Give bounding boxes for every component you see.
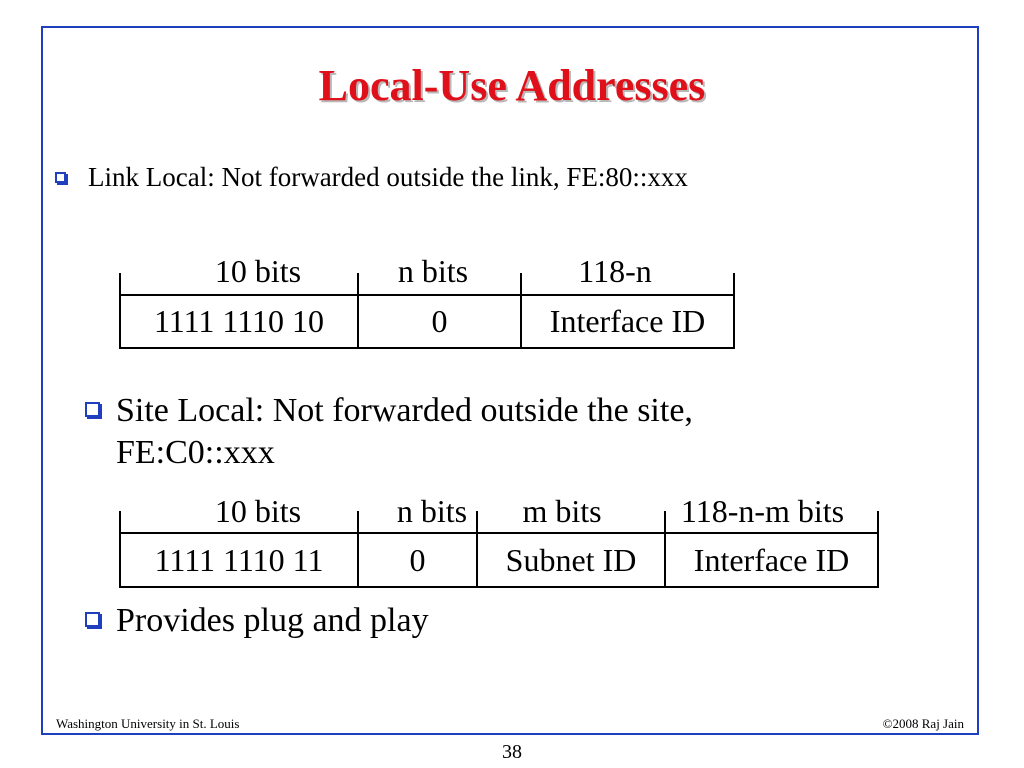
bullet-text: Provides plug and play — [116, 602, 429, 639]
square-bullet-icon — [85, 402, 100, 417]
slide-title: Local-Use Addresses — [318, 61, 706, 110]
field-tick — [476, 511, 478, 533]
bullet-text: Site Local: Not forwarded outside the si… — [116, 392, 693, 429]
field-label: 118-n — [578, 253, 652, 289]
bullet-text: Link Local: Not forwarded outside the li… — [88, 162, 688, 192]
field-tick — [357, 273, 359, 295]
bullet-link-local: Link Local: Not forwarded outside the li… — [55, 162, 688, 193]
field-label: 118-n-m bits — [680, 493, 845, 529]
field-label: 10 bits — [214, 253, 302, 289]
slide-frame — [41, 26, 979, 735]
field-label: n bits — [397, 253, 469, 289]
field-tick — [877, 511, 879, 533]
bullet-text-continued: FE:C0::xxx — [116, 434, 275, 471]
field-cell: 0 — [357, 294, 522, 349]
field-cell: Subnet ID — [476, 532, 666, 588]
footer-institution: Washington University in St. Louis — [56, 716, 240, 731]
field-label: n bits — [396, 493, 468, 529]
field-tick — [119, 511, 121, 533]
field-cell: Interface ID — [664, 532, 879, 588]
square-bullet-icon — [85, 612, 100, 627]
field-tick — [520, 273, 522, 295]
field-label: 10 bits — [214, 493, 302, 529]
field-cell: Interface ID — [520, 294, 735, 349]
square-bullet-icon — [55, 172, 66, 183]
field-tick — [664, 511, 666, 533]
field-cell: 1111 1110 11 — [119, 532, 359, 588]
page-number: 38 — [502, 741, 522, 763]
field-tick — [357, 511, 359, 533]
footer-copyright: ©2008 Raj Jain — [882, 716, 964, 731]
bullet-site-local: Site Local: Not forwarded outside the si… — [85, 390, 693, 474]
field-label: m bits — [522, 493, 602, 529]
field-tick — [119, 273, 121, 295]
field-tick — [733, 273, 735, 295]
field-cell: 0 — [357, 532, 478, 588]
field-cell: 1111 1110 10 — [119, 294, 359, 349]
bullet-plug-and-play: Provides plug and play — [85, 600, 429, 642]
